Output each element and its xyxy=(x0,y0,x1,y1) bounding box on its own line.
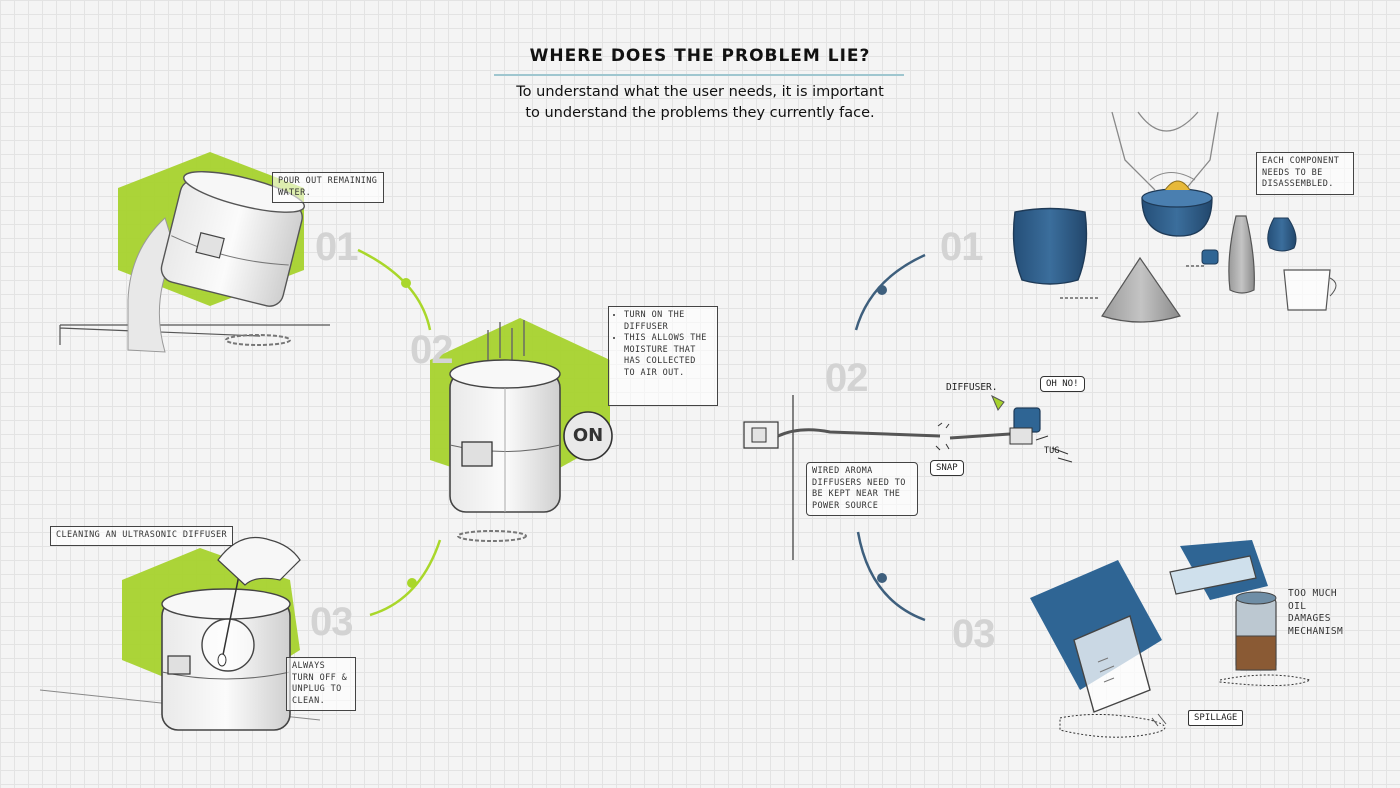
oil-spillage-illustration xyxy=(1030,540,1312,738)
right-connector-1 xyxy=(854,253,926,331)
left-step1-note: POUR OUT REMAINING WATER. xyxy=(272,172,384,203)
cord-snap-illustration xyxy=(743,394,1073,560)
left-step2-note: TURN ON THE DIFFUSER THIS ALLOWS THE MOI… xyxy=(608,306,718,406)
right-connector-dot-1 xyxy=(877,285,887,295)
page-subtitle: To understand what the user needs, it is… xyxy=(480,82,920,124)
left-step-number-2: 02 xyxy=(410,328,453,372)
tug-label: TUG xyxy=(1044,446,1060,456)
left-connector-dot-1 xyxy=(401,278,411,288)
left-connector-1 xyxy=(357,248,432,331)
left-step2-note-item-1: TURN ON THE DIFFUSER xyxy=(624,310,712,333)
step2-on-illustration xyxy=(430,318,613,542)
left-step3-side-note: ALWAYS TURN OFF & UNPLUG TO CLEAN. xyxy=(286,657,356,711)
left-connector-dot-2 xyxy=(407,578,417,588)
right-step3-note-line-3: DAMAGES xyxy=(1288,613,1331,624)
right-step3-note-line-2: OIL xyxy=(1288,600,1307,612)
left-step-number-1: 01 xyxy=(315,225,358,269)
right-connector-dot-2 xyxy=(877,573,887,583)
left-connector-2 xyxy=(369,539,442,617)
snap-callout: SNAP xyxy=(930,460,964,476)
subtitle-line-1: To understand what the user needs, it is… xyxy=(516,84,884,100)
left-step-number-3: 03 xyxy=(310,600,353,644)
spillage-callout: SPILLAGE xyxy=(1188,710,1244,726)
subtitle-line-2: to understand the problems they currentl… xyxy=(525,105,875,121)
right-connector-2 xyxy=(856,531,926,622)
right-step-number-1: 01 xyxy=(940,225,983,269)
diffuser-label: DIFFUSER. xyxy=(946,382,998,393)
left-step3-header-note: CLEANING AN ULTRASONIC DIFFUSER xyxy=(50,526,234,546)
right-step-number-2: 02 xyxy=(825,356,868,400)
oh-no-callout: OH NO! xyxy=(1040,376,1085,392)
disassembled-parts-illustration xyxy=(1012,111,1337,323)
right-step-number-3: 03 xyxy=(952,612,995,656)
page-title: WHERE DOES THE PROBLEM LIE? xyxy=(529,46,871,66)
step3-clean-illustration xyxy=(39,536,321,731)
on-button-label: ON xyxy=(572,425,604,446)
right-step3-note: TOO MUCH OIL DAMAGES MECHANISM xyxy=(1288,588,1343,638)
right-step2-note: WIRED AROMA DIFFUSERS NEED TO BE KEPT NE… xyxy=(806,462,918,516)
title-divider xyxy=(494,74,904,76)
left-step2-note-item-2: THIS ALLOWS THE MOISTURE THAT HAS COLLEC… xyxy=(624,333,712,379)
step1-pour-illustration xyxy=(59,152,330,353)
right-step3-note-line-4: MECHANISM xyxy=(1288,625,1344,637)
right-step1-note: EACH COMPONENT NEEDS TO BE DISASSEMBLED. xyxy=(1256,152,1354,195)
right-step3-note-line-1: TOO MUCH xyxy=(1288,588,1337,599)
